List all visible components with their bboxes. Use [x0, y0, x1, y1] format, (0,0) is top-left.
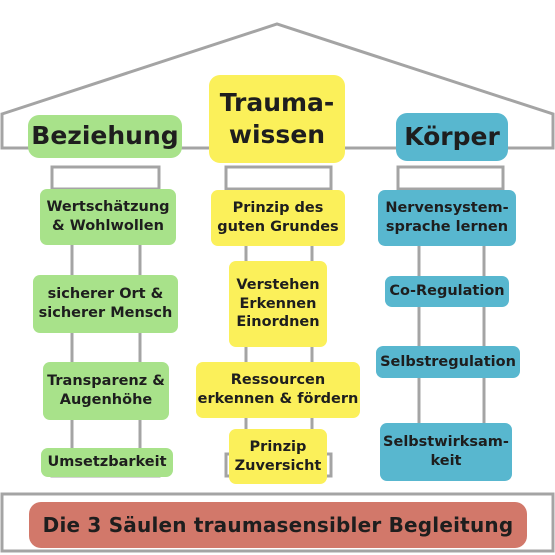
- footer-caption: Die 3 Säulen traumasensibler Begleitung: [29, 502, 527, 548]
- middle-item-1: Prinzip des guten Grundes: [211, 190, 345, 246]
- roof-outline: [0, 22, 555, 150]
- right-item-4: Selbstwirksam- keit: [380, 423, 512, 481]
- middle-item-3: Ressourcen erkennen & fördern: [196, 362, 360, 418]
- left-item-2: sicherer Ort & sicherer Mensch: [33, 275, 178, 333]
- right-item-2: Co-Regulation: [385, 276, 509, 307]
- left-item-4: Umsetzbarkeit: [41, 448, 173, 477]
- middle-item-4: Prinzip Zuversicht: [229, 429, 327, 484]
- traumawissen-title: Trauma- wissen: [209, 75, 345, 163]
- left-item-1: Wertschätzung & Wohlwollen: [40, 189, 176, 245]
- middle-column-capital: [224, 165, 333, 191]
- left-column-capital: [50, 165, 161, 191]
- right-column-capital: [396, 165, 505, 191]
- right-item-3: Selbstregulation: [376, 346, 520, 378]
- koerper-title: Körper: [396, 113, 508, 161]
- right-item-1: Nervensystem- sprache lernen: [378, 190, 516, 246]
- beziehung-title: Beziehung: [28, 115, 182, 158]
- left-item-3: Transparenz & Augenhöhe: [43, 362, 169, 420]
- middle-item-2: Verstehen Erkennen Einordnen: [229, 261, 327, 347]
- base-outline: [0, 492, 555, 553]
